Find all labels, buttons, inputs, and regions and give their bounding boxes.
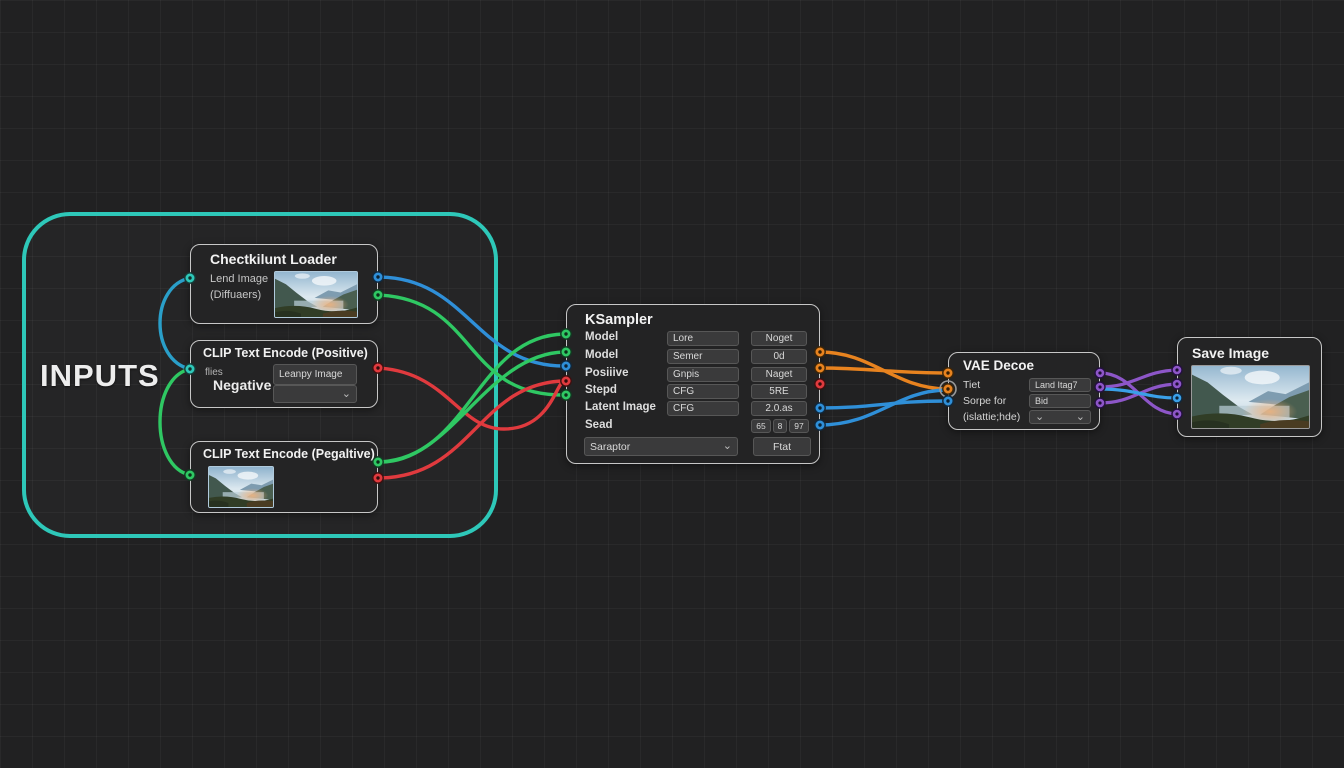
ks-value2-field[interactable]: Naget <box>751 367 807 382</box>
chevron-down-icon: ⌄ <box>341 387 351 400</box>
vae-row-label: Sorpe for <box>963 395 1007 407</box>
node-title: Save Image <box>1192 345 1270 361</box>
save-image-node[interactable]: Save Image <box>1177 337 1322 437</box>
ks-row-label: Posiiive <box>585 367 629 379</box>
wire-vae-blue-2 <box>818 388 948 427</box>
ks-value-field[interactable]: Lore <box>667 331 739 346</box>
ks-row-label: Model <box>585 349 619 361</box>
vae-row-label: Tiet <box>963 379 981 391</box>
ks-row-label: Latent Image <box>585 401 656 413</box>
ks-row-label: Model <box>585 331 619 343</box>
landscape-preview-image <box>208 466 274 508</box>
wire-image-purple-3 <box>1098 382 1179 405</box>
ksampler-action-button[interactable]: Ftat <box>753 437 811 456</box>
seed-button[interactable]: 97 <box>789 419 809 433</box>
ks-value-field[interactable]: Semer <box>667 349 739 364</box>
chevron-down-icon: ⌄ <box>1035 410 1045 423</box>
vae-dropdown[interactable]: ⌄ ⌄ <box>1029 410 1091 424</box>
clip-text-encode-negative-node[interactable]: CLIP Text Encode (Pegaltive) <box>190 441 378 513</box>
wire-vae-blue-1 <box>818 399 948 410</box>
node-title: VAE Decoe <box>963 358 1035 373</box>
wire-image-purple-1 <box>1098 371 1179 416</box>
vae-row-label: (islattie;hde) <box>963 411 1021 423</box>
ks-row-label: Stepd <box>585 384 617 396</box>
wire-latent-orange-2 <box>818 366 948 375</box>
ks-value-field[interactable]: CFG <box>667 401 739 416</box>
node-title: CLIP Text Encode (Positive) <box>203 346 368 360</box>
ks-value-field[interactable]: CFG <box>667 384 739 399</box>
inputs-group-label: INPUTS <box>40 358 160 393</box>
checkpoint-line1: Lend Image <box>210 273 269 285</box>
node-title: KSampler <box>585 312 653 328</box>
wire-latent-orange-1 <box>818 350 948 391</box>
prompt-dropdown[interactable]: ⌄ <box>273 385 357 403</box>
vae-value-field[interactable]: Bid <box>1029 394 1091 408</box>
ks-value2-field[interactable]: 2.0.as <box>751 401 807 416</box>
clip-text-encode-positive-node[interactable]: CLIP Text Encode (Positive) flies Negati… <box>190 340 378 408</box>
checkpoint-loader-node[interactable]: Chectkilunt Loader Lend Image (Diffuaers… <box>190 244 378 324</box>
wire-image-purple-2 <box>1098 368 1179 389</box>
ks-value2-field[interactable]: 5RE <box>751 384 807 399</box>
ks-value-field[interactable]: Gnpis <box>667 367 739 382</box>
ks-value2-field[interactable]: Noget <box>751 331 807 346</box>
wire-image-blue <box>1098 387 1179 400</box>
vae-decode-node[interactable]: VAE Decoe Tiet Sorpe for (islattie;hde) … <box>948 352 1100 430</box>
landscape-result-image <box>1191 365 1310 429</box>
seed-button[interactable]: 8 <box>773 419 787 433</box>
chevron-down-icon: ⌄ <box>1075 410 1085 423</box>
chevron-down-icon: ⌄ <box>722 440 732 452</box>
checkpoint-line2: (Diffuaers) <box>210 289 262 301</box>
clip-positive-negative-label: Negative <box>213 377 272 393</box>
landscape-preview-image <box>274 271 358 318</box>
ks-seed-label: Sead <box>585 419 613 431</box>
ksampler-node[interactable]: KSampler Model Model Posiiive Stepd Late… <box>566 304 820 464</box>
ks-value2-field[interactable]: 0d <box>751 349 807 364</box>
sampler-dropdown-value: Saraptor <box>590 440 631 453</box>
node-title: CLIP Text Encode (Pegaltive) <box>203 447 375 461</box>
prompt-text-field[interactable]: Leanpy Image <box>273 364 357 385</box>
vae-value-field[interactable]: Land Itag7 <box>1029 378 1091 392</box>
sampler-dropdown[interactable]: Saraptor ⌄ <box>584 437 738 456</box>
node-title: Chectkilunt Loader <box>210 251 337 267</box>
clip-positive-small-label: flies <box>205 367 223 378</box>
seed-button[interactable]: 65 <box>751 419 771 433</box>
